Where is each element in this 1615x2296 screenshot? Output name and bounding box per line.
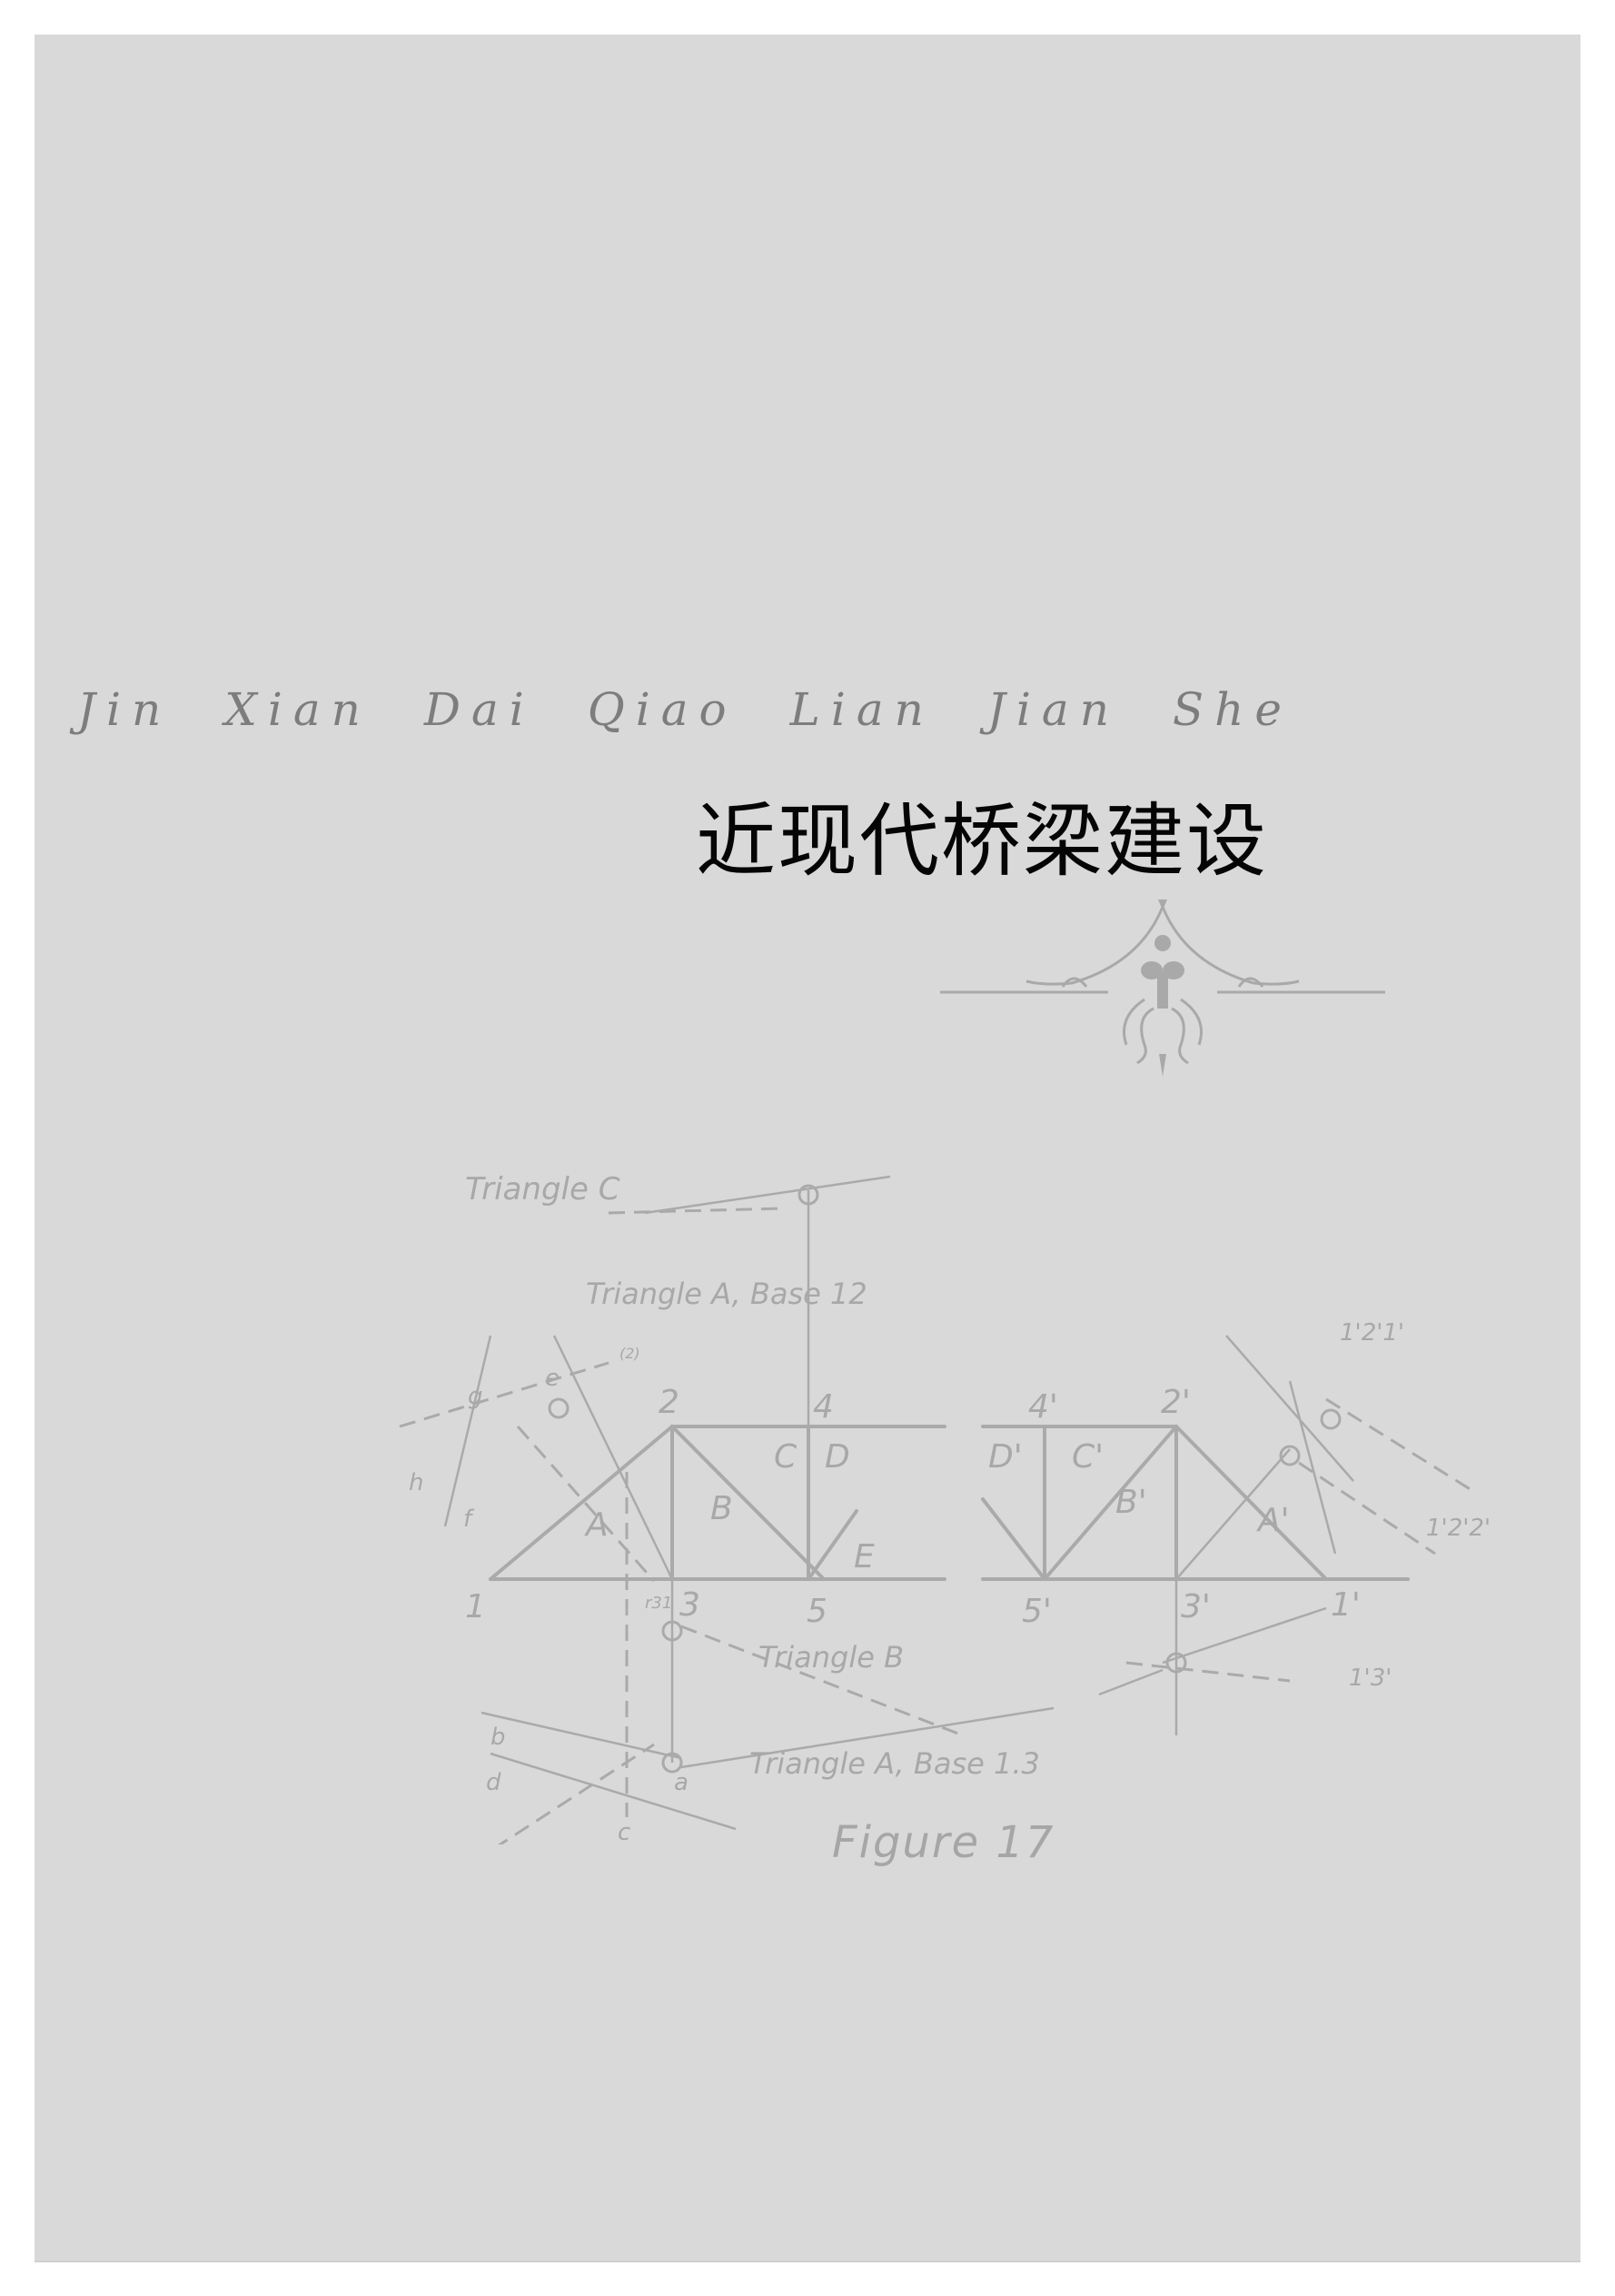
node-3-prime: 3' [1181,1588,1211,1625]
panel-d-prime: D' [988,1438,1023,1476]
node-4: 4 [813,1388,834,1426]
pinyin-word: She [1172,683,1293,736]
point-b: b [490,1724,506,1751]
label-triangle-a-base-13: Triangle A, Base 1.3 [749,1746,1040,1781]
node-3: 3 [679,1586,700,1624]
pinyin-word: Xian [224,683,372,736]
annotation-1-3: 1'3' [1349,1665,1392,1692]
label-triangle-a-base-12: Triangle A, Base 12 [586,1277,867,1311]
page-title: 近现代桥梁建设 [696,794,1269,888]
node-5-prime: 5' [1022,1593,1052,1630]
panel-d: D [825,1438,850,1476]
panel-b-prime: B' [1115,1484,1147,1521]
point-a: a [674,1769,689,1796]
pinyin-word: Jian [986,683,1120,736]
label-r2: (2) [619,1345,640,1362]
pinyin-word: Qiao [587,683,738,736]
node-2: 2 [659,1384,679,1421]
panel-c-prime: C' [1072,1438,1104,1476]
node-5: 5 [807,1593,827,1630]
node-4-prime: 4' [1028,1388,1058,1426]
truss-diagram: Triangle C Triangle A, Base 12 Triangle … [399,1171,1491,1844]
panel-a: A [584,1506,609,1544]
point-d: d [486,1769,501,1796]
annotation-1-2-1: 1'2'1' [1340,1319,1404,1347]
label-r31: r31 [645,1594,672,1613]
annotation-1-2-2: 1'2'2' [1426,1515,1491,1542]
label-triangle-c: Triangle C [465,1171,620,1208]
node-2-prime: 2' [1161,1384,1191,1421]
node-1: 1 [465,1588,486,1625]
pinyin-word: Dai [423,683,535,736]
pinyin-heading: Jin Xian Dai Qiao Lian Jian She [77,683,1349,792]
pinyin-word: Lian [789,683,935,736]
ornament-divider-icon [940,900,1385,1077]
point-f: f [463,1506,475,1533]
document-page [35,35,1580,2262]
panel-e: E [854,1538,875,1575]
label-triangle-b: Triangle B [758,1640,904,1675]
point-h: h [409,1469,423,1496]
figure-caption: Figure 17 [832,1817,1055,1868]
panel-a-prime: A' [1256,1502,1290,1539]
point-c: c [618,1819,630,1844]
point-e: e [545,1365,560,1392]
panel-b: B [710,1490,733,1527]
node-1-prime: 1' [1331,1586,1361,1624]
pinyin-word: Jin [77,683,173,736]
point-g: g [468,1383,483,1410]
panel-c: C [774,1438,798,1476]
